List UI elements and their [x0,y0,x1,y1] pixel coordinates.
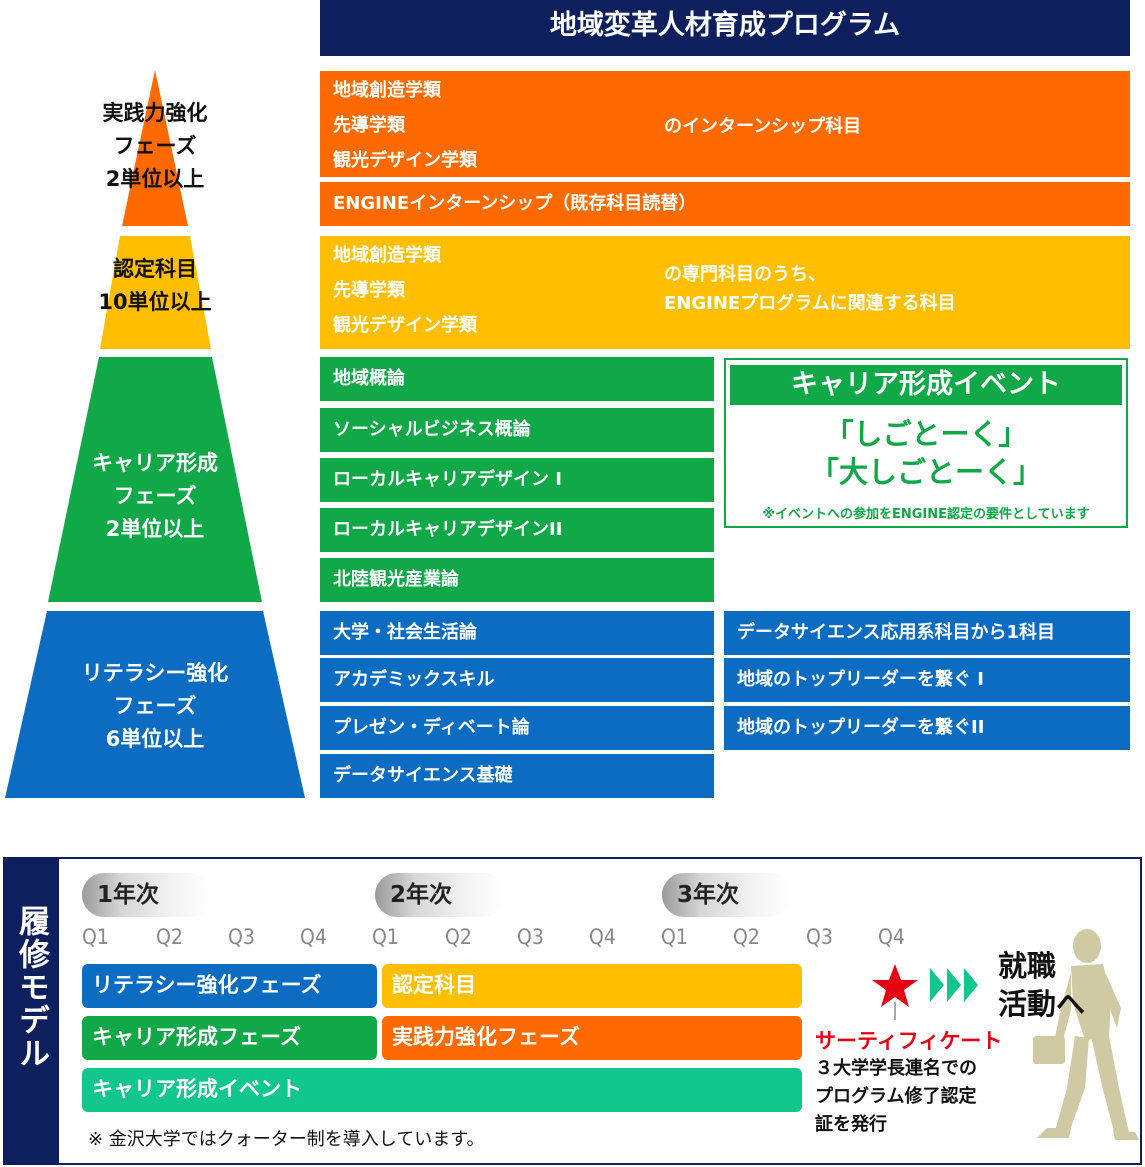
businessman-icon [1033,929,1139,1140]
quarter-label: Q4 [589,925,616,949]
model-side-bar [3,857,59,1165]
timeline-career-bar: キャリア形成フェーズ [82,1016,377,1060]
pyramid-career [48,357,262,602]
certificate-description: ３大学学長連名での プログラム修了認定 証を発行 [815,1058,977,1135]
quarter-label: Q2 [733,925,760,949]
practical-suffix: のインターンシップ科目 [664,116,862,137]
engine-internship-box: ENGINEインターンシップ（既存科目読替） [320,182,1130,226]
certified-subjects-box: 地域創造学類 先導学類 観光デザイン学類 の専門科目のうち、 ENGINEプログ… [320,236,1130,349]
triple-arrow-icon [930,968,978,1002]
quarter-label: Q2 [445,925,472,949]
quarter-label: Q1 [82,925,109,949]
career-course: ローカルキャリアデザイン I [320,458,714,502]
pyramid-certified [100,236,211,349]
quarter-label: Q4 [878,925,905,949]
literacy-course-right: 地域のトップリーダーを繋ぐ I [724,658,1130,702]
career-event-box: キャリア形成イベント 「しごとーく」 「大しごとーく」 ※イベントへの参加をEN… [724,358,1128,528]
year-badge-3: 3年次 [662,873,792,917]
quarter-label: Q1 [372,925,399,949]
quarter-label: Q1 [661,925,688,949]
certified-schools: 地域創造学類 先導学類 観光デザイン学類 [333,245,477,336]
literacy-course: 大学・社会生活論 [320,611,714,655]
quarter-label: Q3 [806,925,833,949]
career-course: 地域概論 [320,357,714,401]
literacy-course-right: データサイエンス応用系科目から1科目 [724,611,1130,655]
timeline-literacy-bar: リテラシー強化フェーズ [82,964,377,1008]
career-course: 北陸観光産業論 [320,558,714,602]
practical-schools: 地域創造学類 先導学類 観光デザイン学類 [333,80,477,171]
pyramid-literacy [5,611,305,798]
literacy-course: アカデミックスキル [320,658,714,702]
practical-internship-box: 地域創造学類 先導学類 観光デザイン学類 のインターンシップ科目 [320,71,1130,177]
career-event-note: ※イベントへの参加をENGINE認定の要件としています [762,507,1090,522]
phase-pyramid [5,70,305,798]
career-course: ソーシャルビジネス概論 [320,408,714,452]
model-side-title: 履修モデル [13,905,49,1070]
timeline-certified-bar: 認定科目 [382,964,802,1008]
job-hunting-label: 就職 活動へ [998,949,1086,1021]
quarter-system-note: ※ 金沢大学ではクォーター制を導入しています。 [88,1129,485,1150]
quarter-label: Q3 [517,925,544,949]
year-badge-2: 2年次 [375,873,505,917]
quarter-label: Q2 [156,925,183,949]
timeline-practical-bar: 実践力強化フェーズ [382,1016,802,1060]
certificate-title: サーティフィケート [815,1029,1003,1053]
year-badge-1: 1年次 [82,873,212,917]
timeline-event-bar: キャリア形成イベント [82,1068,802,1112]
program-title: 地域変革人材育成プログラム [320,0,1130,56]
quarter-label: Q3 [228,925,255,949]
career-event-list: 「しごとーく」 「大しごとーく」 [809,417,1042,489]
career-event-title: キャリア形成イベント [730,365,1122,405]
star-icon [872,964,918,1020]
literacy-course: データサイエンス基礎 [320,754,714,798]
literacy-course: プレゼン・ディベート論 [320,706,714,750]
certified-suffix: の専門科目のうち、 ENGINEプログラムに関連する科目 [664,264,956,314]
career-course: ローカルキャリアデザインII [320,508,714,552]
pyramid-practical [122,70,188,226]
literacy-course-right: 地域のトップリーダーを繋ぐII [724,706,1130,750]
quarter-label: Q4 [300,925,327,949]
